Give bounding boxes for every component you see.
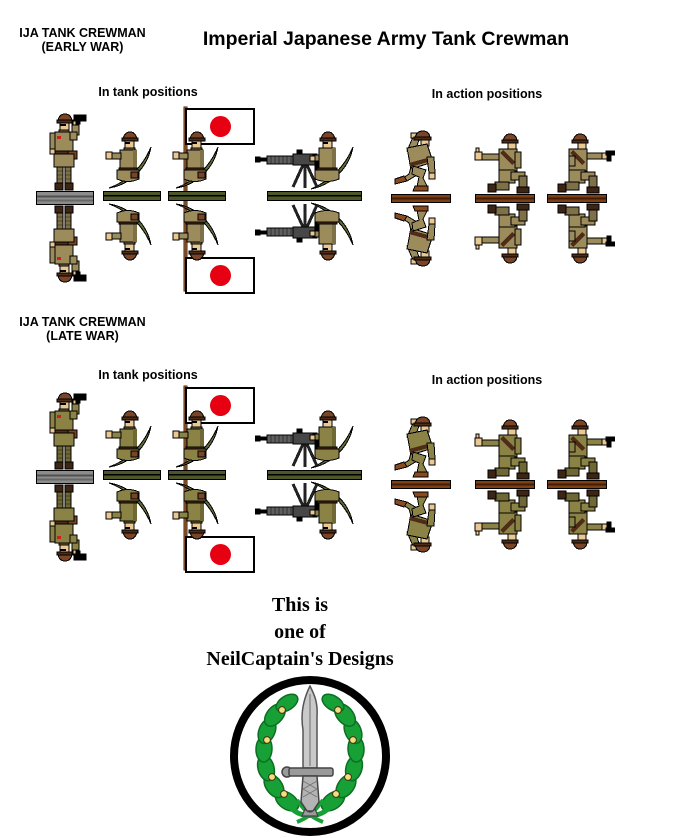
figure-unit-kneel-signal-late [473,418,537,551]
late-war-heading-line1: IJA TANK CREWMAN [19,315,146,329]
running-crewman-sprite [391,415,451,480]
kneeling-signal-crewman-sprite [473,132,537,194]
hatch-base [168,470,226,480]
figure-unit-seated-late [103,410,161,540]
early-war-heading-line1: IJA TANK CREWMAN [19,26,146,40]
hatch-base [267,470,362,480]
kneeling-signal-crewman-sprite [473,418,537,480]
reflection [543,489,615,551]
reflection [473,203,537,265]
japanese-flag [185,387,255,424]
display-base [547,194,607,203]
kneeling-pistol-crewman-sprite [543,132,615,194]
early-war-heading-line2: (EARLY WAR) [41,40,124,54]
display-base [547,480,607,489]
japanese-flag-reflection [185,257,255,294]
display-base [475,480,535,489]
display-base [391,194,451,203]
late-tank-positions-label: In tank positions [98,368,198,382]
reflection [103,201,161,261]
seated-crewman-sprite [103,131,161,191]
reflection [103,480,161,540]
hatch-base [267,191,362,201]
seated-crewman-sprite [103,410,161,470]
seated-crewman-flag-sprite [170,410,228,470]
late-war-heading-line2: (LATE WAR) [46,329,119,343]
reflection [255,201,362,261]
early-war-heading: IJA TANK CREWMAN (EARLY WAR) [0,26,165,54]
figure-unit-flagbearer-early [168,107,255,294]
late-action-positions-label: In action positions [431,373,543,387]
reflection [473,489,537,551]
reflection [391,489,451,554]
hatch-base [168,191,226,201]
figure-unit-standing-early [36,113,94,283]
figure-unit-flagbearer-late [168,386,255,573]
early-tank-positions-label: In tank positions [98,85,198,99]
figure-unit-kneel-pistol-early [543,132,615,265]
machine-gunner-sprite [255,410,362,470]
display-base [391,480,451,489]
standing-crewman-binoculars-sprite [36,113,94,191]
reflection [170,201,228,261]
figure-unit-seated-early [103,131,161,261]
standing-crewman-binoculars-sprite [36,392,94,470]
figure-unit-kneel-pistol-late [543,418,615,551]
credit-line1: This is [271,594,329,616]
reflection [543,203,615,265]
figure-unit-runner-late [391,415,451,554]
machine-gunner-sprite [255,131,362,191]
running-crewman-sprite [391,129,451,194]
figure-unit-machinegun-early [255,131,362,261]
hull-base [36,191,94,205]
reflection [255,480,362,540]
credit-line2: one of [274,621,326,643]
figure-unit-runner-early [391,129,451,268]
page-title: Imperial Japanese Army Tank Crewman [202,28,570,50]
reflection [391,203,451,268]
dagger-icon [281,684,334,817]
reflection [36,484,94,562]
display-base [475,194,535,203]
hatch-base [103,470,161,480]
figure-unit-kneel-signal-early [473,132,537,265]
reflection [170,480,228,540]
reflection [36,205,94,283]
late-war-heading: IJA TANK CREWMAN (LATE WAR) [0,315,165,343]
japanese-flag-reflection [185,536,255,573]
credit-line3: NeilCaptain's Designs [206,648,394,670]
figure-unit-machinegun-late [255,410,362,540]
hull-base [36,470,94,484]
neilcaptain-badge [230,676,390,836]
kneeling-pistol-crewman-sprite [543,418,615,480]
seated-crewman-flag-sprite [170,131,228,191]
hatch-base [103,191,161,201]
early-action-positions-label: In action positions [431,87,543,101]
designer-credit: This is one of NeilCaptain's Designs [130,592,470,673]
acorns-icon [263,706,357,798]
figure-unit-standing-late [36,392,94,562]
